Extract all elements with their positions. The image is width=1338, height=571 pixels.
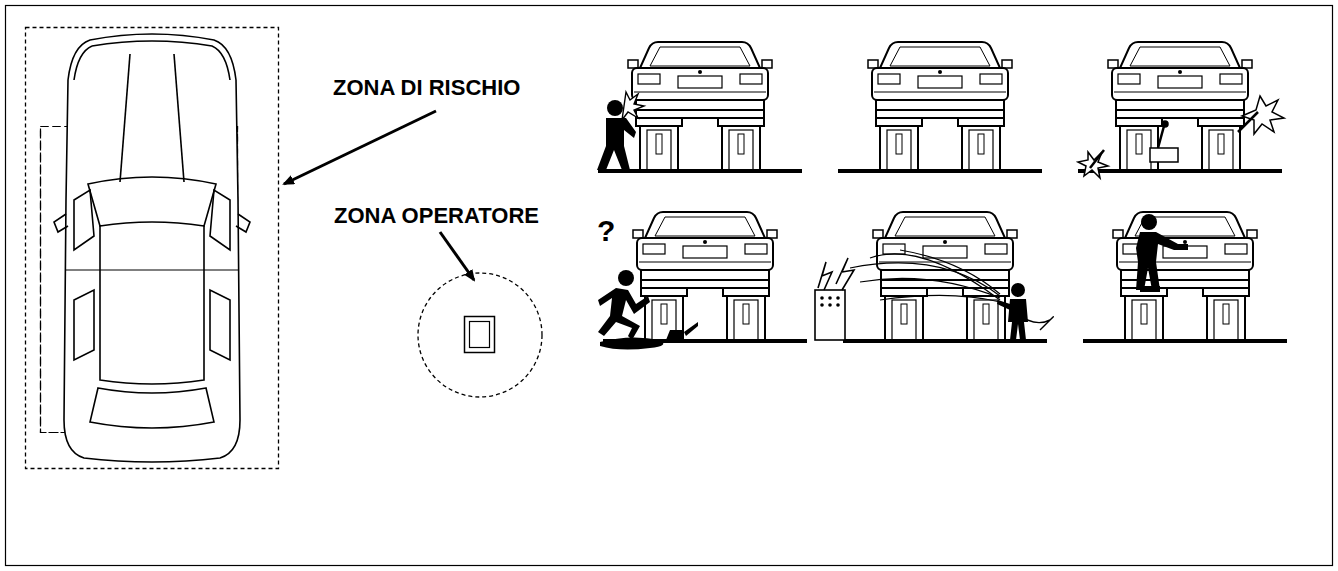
zone-label: ZONA DI RISCHIO (333, 77, 520, 99)
zone-label: ZONA OPERATORE (334, 205, 539, 227)
question-mark: ? (597, 216, 615, 246)
